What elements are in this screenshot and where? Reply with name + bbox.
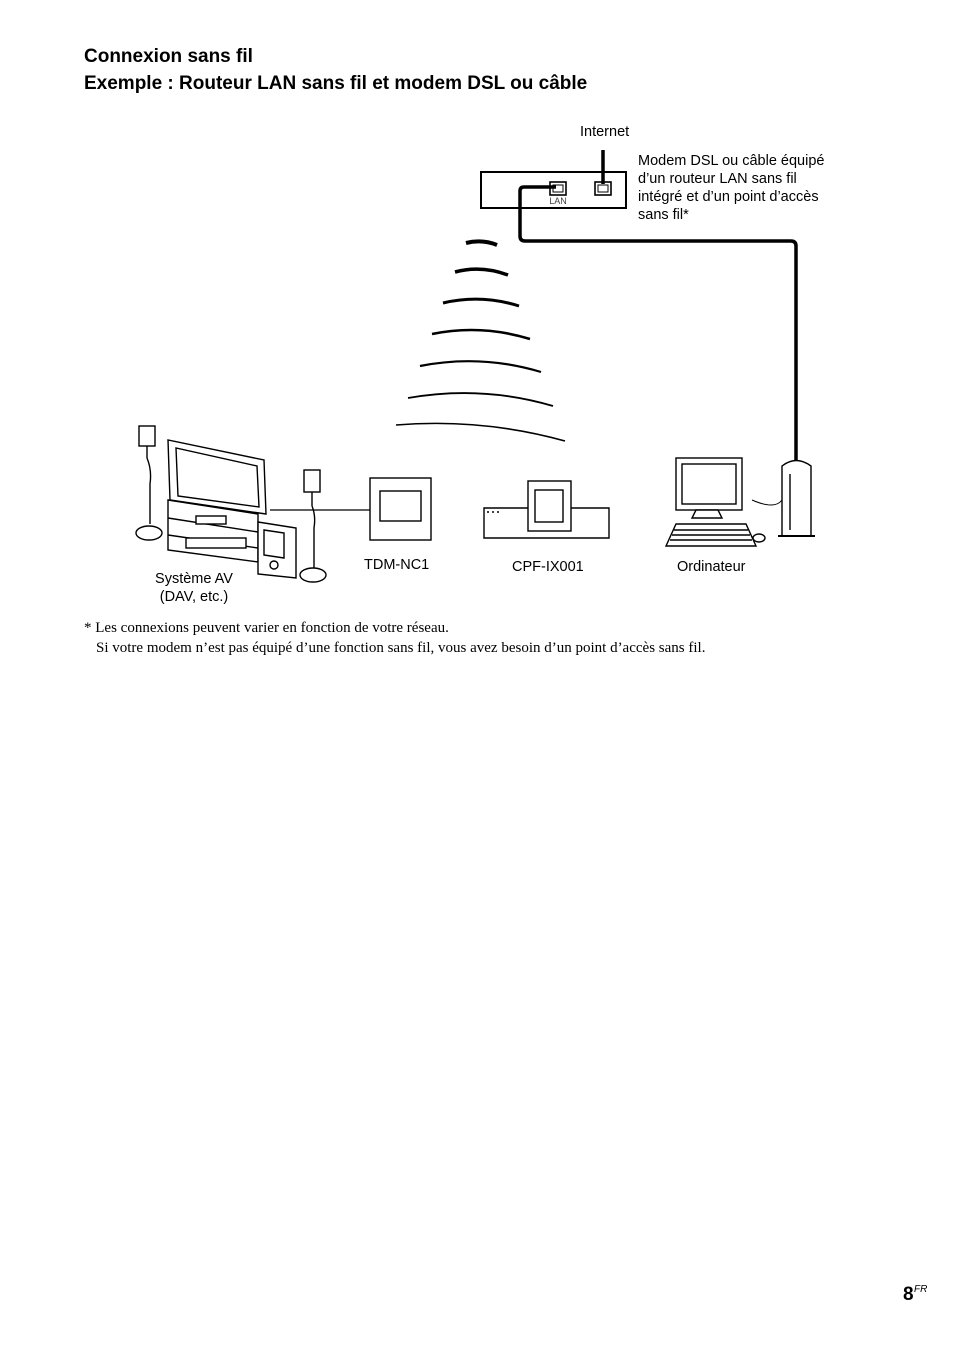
page-language: FR <box>914 1284 928 1295</box>
tdm-nc1-device-icon <box>369 477 432 541</box>
tdm-nc1-label: TDM-NC1 <box>364 557 430 573</box>
section-subtitle: Exemple : Routeur LAN sans fil et modem … <box>84 73 588 94</box>
network-diagram: LAN <box>135 150 815 583</box>
computer-icon <box>664 457 815 547</box>
footnote-line-1: * Les connexions peuvent varier en fonct… <box>84 620 449 636</box>
av-system-label: Système AV (DAV, etc.) <box>134 570 254 606</box>
internet-label: Internet <box>580 124 630 140</box>
av-system-label-line: Système AV <box>155 571 233 587</box>
lan-cable <box>518 185 798 470</box>
page-number: 8 <box>903 1284 914 1305</box>
modem-description: Modem DSL ou câble équipé d’un routeur L… <box>638 152 824 224</box>
av-system-icon <box>135 425 327 583</box>
av-system-label-line: (DAV, etc.) <box>159 589 229 605</box>
lan-port-label: LAN <box>549 196 567 206</box>
section-title: Connexion sans fil <box>84 46 253 67</box>
modem-description-line: sans fil* <box>638 207 689 223</box>
footnote-line-2: Si votre modem n’est pas équipé d’une fo… <box>96 640 706 656</box>
modem-description-line: d’un routeur LAN sans fil <box>638 171 797 187</box>
cpf-ix001-label: CPF-IX001 <box>512 559 584 575</box>
wireless-signal-icon <box>395 239 566 442</box>
modem-description-line: intégré et d’un point d’accès <box>638 189 819 205</box>
cpf-ix001-device-icon <box>483 480 610 539</box>
computer-label: Ordinateur <box>677 559 746 575</box>
modem-description-line: Modem DSL ou câble équipé <box>638 153 825 169</box>
